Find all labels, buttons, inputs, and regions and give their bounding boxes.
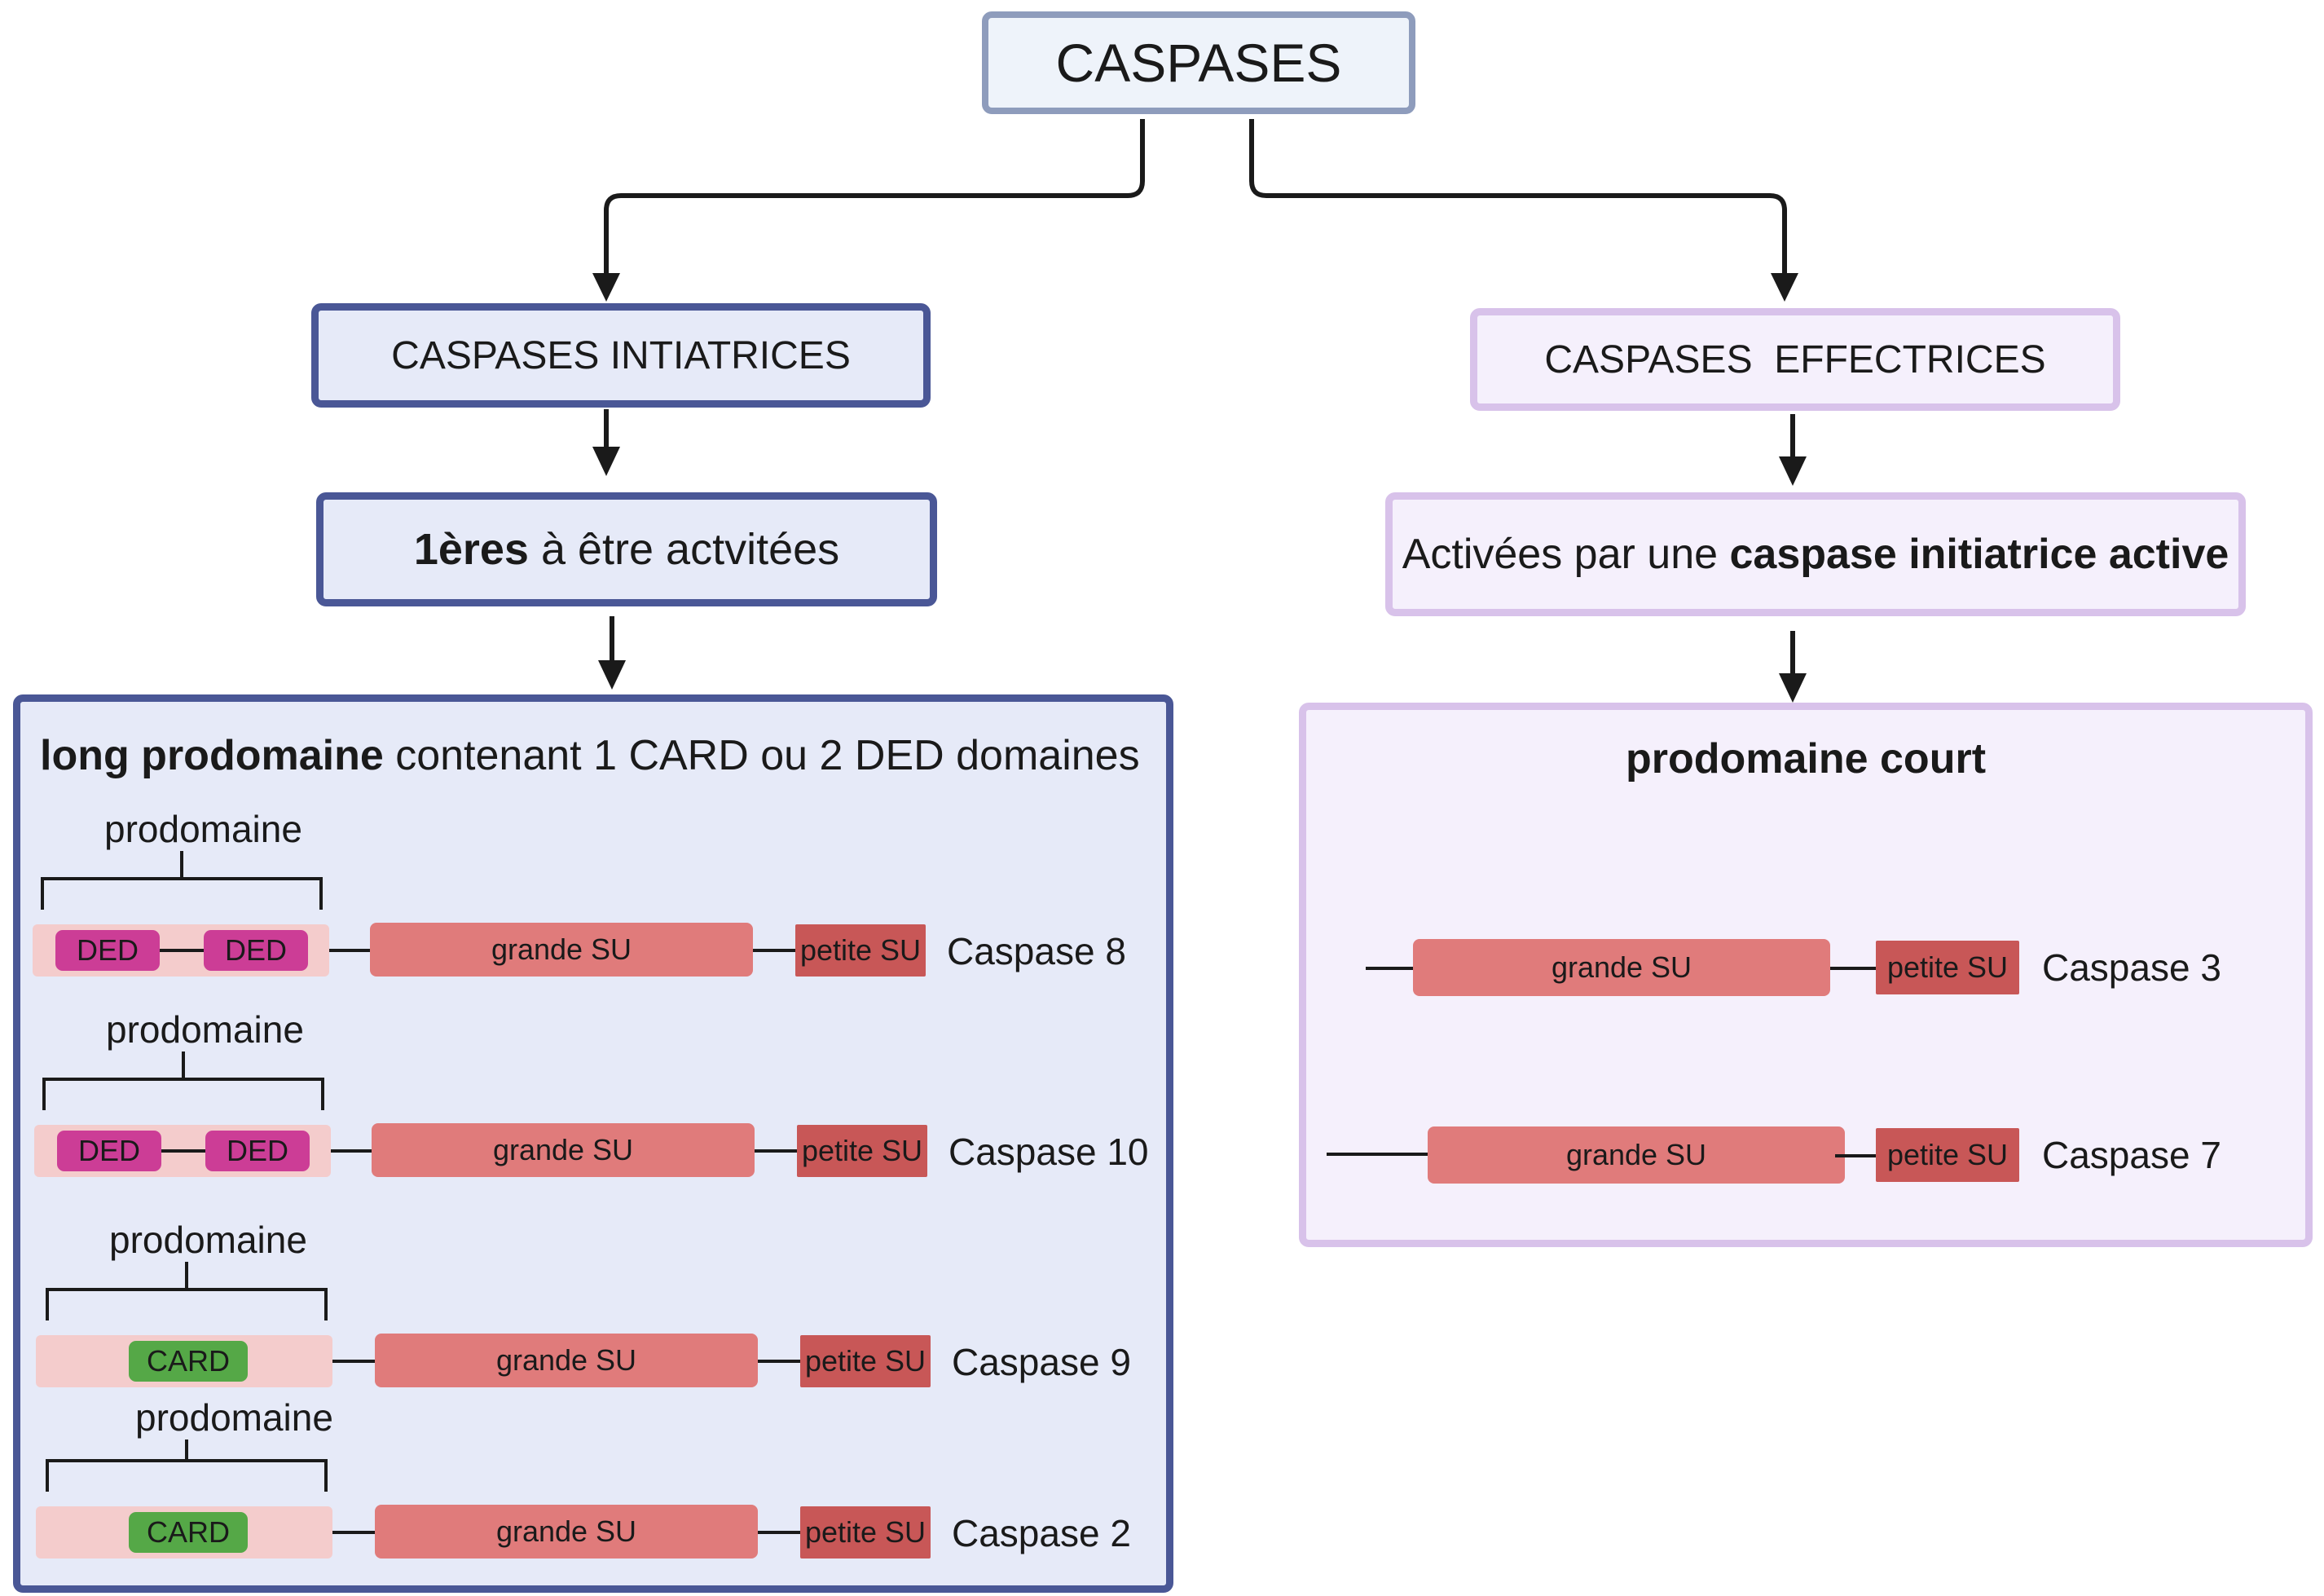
arrowhead-initiator-panel	[598, 660, 626, 690]
domain-link	[160, 949, 204, 952]
grande-su: grande SU	[372, 1123, 755, 1177]
prodomaine-label: prodomaine	[106, 1008, 304, 1051]
petite-su: petite SU	[1876, 941, 2019, 994]
root-to-initiator-connector	[604, 119, 1145, 281]
bracket-stem	[180, 851, 183, 879]
root-title: CASPASES	[1055, 33, 1342, 93]
linker	[332, 1360, 375, 1363]
initiator-panel-title-bold: long prodomaine	[40, 732, 384, 779]
prodomaine-label: prodomaine	[135, 1396, 333, 1439]
effector-activation-bold: caspase initiatrice active	[1729, 531, 2229, 578]
prodomaine-label: prodomaine	[104, 808, 302, 850]
initiator-category-label: CASPASES INTIATRICES	[391, 333, 851, 377]
caspase-name: Caspase 8	[947, 930, 1126, 972]
effector-category-box: CASPASES EFFECTRICES	[1470, 308, 2120, 411]
card-domain: CARD	[129, 1512, 248, 1553]
linker	[329, 949, 370, 952]
petite-su: petite SU	[797, 1125, 927, 1177]
linker	[332, 1531, 375, 1534]
bracket-stem	[185, 1262, 188, 1290]
grande-su: grande SU	[375, 1334, 758, 1387]
prodomaine-bracket	[46, 1288, 328, 1320]
ded-domain: DED	[57, 1131, 161, 1171]
grande-su: grande SU	[1413, 939, 1830, 996]
effector-activation-box: Activées par une caspase initiatrice act…	[1385, 492, 2246, 616]
prodomaine-label: prodomaine	[109, 1219, 307, 1261]
root-to-effector-connector	[1249, 119, 1787, 281]
caspase-name: Caspase 7	[2042, 1134, 2221, 1176]
n-terminal-linker	[1366, 967, 1415, 970]
petite-su: petite SU	[800, 1335, 931, 1387]
petite-su: petite SU	[1876, 1128, 2019, 1182]
petite-su: petite SU	[800, 1506, 931, 1559]
linker	[1830, 967, 1877, 970]
bracket-stem	[185, 1439, 188, 1461]
grande-su: grande SU	[370, 923, 753, 977]
effector-panel-title: prodomaine court	[1306, 734, 2305, 783]
initiator-activation-box: 1ères à être actvitées	[316, 492, 937, 606]
caspase-name: Caspase 2	[952, 1512, 1131, 1554]
caspase-name: Caspase 3	[2042, 946, 2221, 989]
effector-activation-text: Activées par une caspase initiatrice act…	[1402, 530, 2229, 579]
effector-panel-title-bold: prodomaine court	[1625, 735, 1987, 783]
card-domain: CARD	[129, 1341, 248, 1382]
caspase-name: Caspase 10	[949, 1131, 1149, 1173]
prodomaine-bracket	[41, 877, 323, 910]
caspase-name: Caspase 9	[952, 1341, 1131, 1383]
domain-link	[161, 1149, 205, 1153]
initiator-activation-text: 1ères à être actvitées	[414, 524, 839, 575]
arrowhead-effector-panel	[1779, 673, 1807, 703]
linker	[753, 949, 797, 952]
linker	[1835, 1154, 1877, 1157]
initiator-activation-bold: 1ères	[413, 525, 529, 574]
prodomaine-bracket	[42, 1078, 324, 1110]
grande-su: grande SU	[375, 1505, 758, 1559]
initiator-activation-rest: à être actvitées	[528, 525, 840, 574]
prodomaine-bracket	[46, 1459, 328, 1492]
root-node: CASPASES	[982, 11, 1415, 114]
initiator-category-box: CASPASES INTIATRICES	[311, 303, 931, 408]
linker	[758, 1531, 802, 1534]
grande-su: grande SU	[1428, 1126, 1845, 1184]
n-terminal-linker	[1327, 1153, 1429, 1156]
bracket-stem	[182, 1052, 185, 1079]
linker	[331, 1149, 372, 1153]
effector-activation-rest: Activées par une	[1402, 531, 1730, 578]
effector-category-label: CASPASES EFFECTRICES	[1544, 337, 2046, 381]
arrowhead-effector-activation	[1779, 456, 1807, 486]
arrowhead-effector-category	[1771, 273, 1798, 302]
arrowhead-initiator-category	[592, 273, 620, 302]
linker	[755, 1149, 799, 1153]
ded-domain: DED	[204, 930, 308, 971]
ded-domain: DED	[205, 1131, 310, 1171]
linker	[758, 1360, 802, 1363]
ded-domain: DED	[55, 930, 160, 971]
initiator-panel-title: long prodomaine contenant 1 CARD ou 2 DE…	[40, 731, 1140, 780]
initiator-panel-title-rest: contenant 1 CARD ou 2 DED domaines	[383, 732, 1140, 779]
petite-su: petite SU	[795, 924, 926, 977]
arrowhead-initiator-activation	[592, 447, 620, 476]
